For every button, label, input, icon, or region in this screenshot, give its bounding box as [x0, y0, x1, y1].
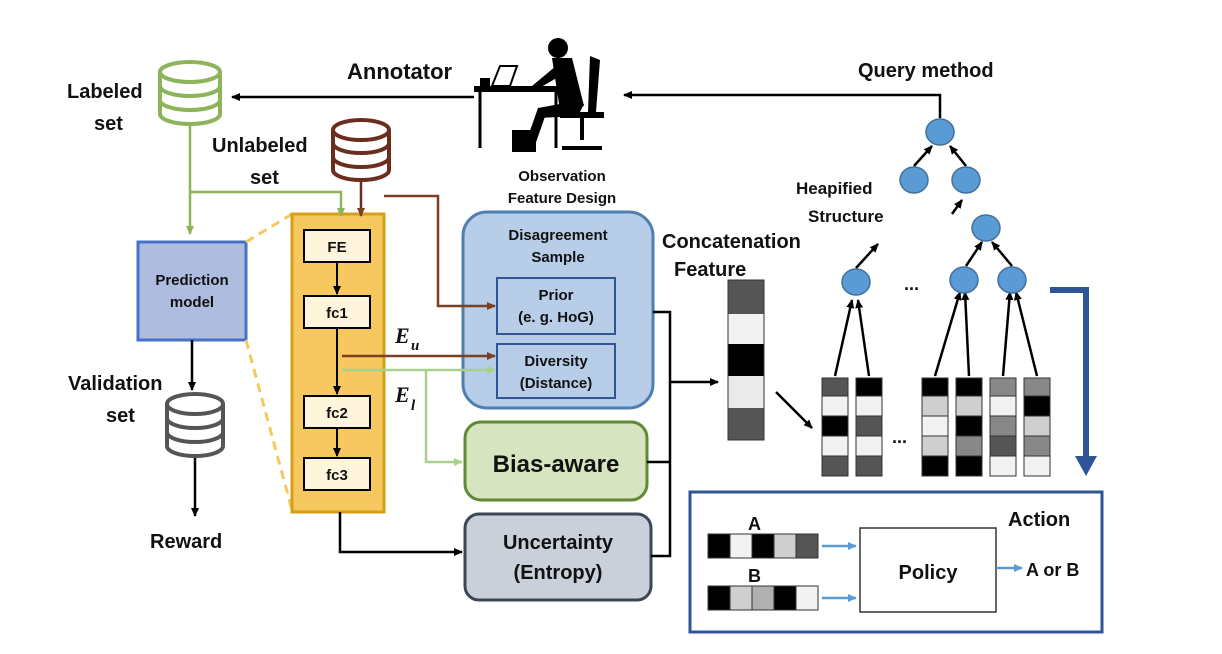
prediction-model-label-line2: model: [170, 294, 214, 311]
feature-a-bar: [707, 533, 819, 559]
merge-bracket: [651, 310, 672, 558]
prediction-model-box: [136, 240, 248, 342]
annotator-label: Annotator: [347, 59, 453, 84]
arrow-concat-to-leaves: [775, 391, 813, 429]
labeled-set-label-line2: set: [94, 113, 123, 135]
feature-b-bar: [707, 585, 819, 611]
observation-label-line1: Observation: [518, 168, 606, 185]
disagreement-label-line2: Sample: [531, 249, 584, 266]
bias-aware-label: Bias-aware: [493, 451, 620, 478]
svg-text:fc1: fc1: [326, 305, 348, 322]
svg-text:E: E: [394, 382, 410, 407]
uncertainty-label-line2: (Entropy): [514, 562, 603, 584]
layer-fc2: fc2: [303, 395, 371, 429]
svg-text:E: E: [394, 323, 410, 348]
prior-label-line2: (e. g. HoG): [518, 309, 594, 326]
leaf-ellipsis: ...: [892, 427, 907, 447]
validation-set-label-line1: Validation: [68, 373, 162, 395]
arrow-query-to-annotator: [623, 91, 942, 118]
labeled-set-label-line1: Labeled: [67, 81, 143, 103]
arrow-unlabeled-to-prior: [384, 194, 496, 310]
labeled-set-database-icon: [158, 60, 222, 126]
heap-tree-nodes: [841, 118, 1027, 296]
concatenation-feature-bar: [727, 279, 765, 441]
heapified-label-line2: Structure: [808, 207, 884, 226]
zoom-line-top: [245, 212, 293, 244]
prediction-model-label-line1: Prediction: [155, 272, 228, 289]
person-at-desk-icon: [474, 38, 604, 152]
policy-box: [859, 527, 997, 613]
layer-fe: FE: [303, 229, 371, 263]
svg-text:fc2: fc2: [326, 405, 348, 422]
diversity-label-line2: (Distance): [520, 375, 593, 392]
disagreement-label-line1: Disagreement: [508, 227, 607, 244]
prior-box: [496, 277, 616, 335]
heap-tree-edges: [833, 145, 1039, 377]
layer-fc3: fc3: [303, 457, 371, 491]
action-label: Action: [1008, 509, 1070, 531]
unlabeled-set-database-icon: [331, 118, 391, 182]
svg-text:l: l: [411, 398, 416, 414]
validation-set-database-icon: [165, 392, 225, 458]
reward-label: Reward: [150, 531, 222, 553]
concatenation-label-line1: Concatenation: [662, 231, 801, 253]
el-label: E l: [394, 382, 416, 414]
uncertainty-label-line1: Uncertainty: [503, 532, 614, 554]
diversity-label-line1: Diversity: [524, 353, 588, 370]
svg-text:FE: FE: [327, 239, 346, 256]
concatenation-label-line2: Feature: [674, 259, 746, 281]
svg-text:fc3: fc3: [326, 467, 348, 484]
svg-text:u: u: [411, 338, 419, 354]
validation-set-label-line2: set: [106, 405, 135, 427]
feature-a-label: A: [748, 514, 761, 534]
observation-label-line2: Feature Design: [508, 190, 616, 207]
uncertainty-box: [463, 512, 653, 602]
feature-b-label: B: [748, 566, 761, 586]
zoom-line-bottom: [244, 339, 294, 511]
heapified-label-line1: Heapified: [796, 179, 873, 198]
eu-label: E u: [394, 323, 419, 354]
layer-fc1: fc1: [303, 295, 371, 329]
unlabeled-set-label-line1: Unlabeled: [212, 135, 308, 157]
prior-label-line1: Prior: [538, 287, 573, 304]
query-method-label: Query method: [858, 60, 994, 82]
arrow-labeled-to-network: [190, 190, 345, 217]
leaf-feature-columns: [821, 377, 1051, 477]
output-label: A or B: [1026, 560, 1079, 580]
policy-label: Policy: [899, 562, 959, 584]
diversity-box: [496, 343, 616, 399]
arrow-el-to-bias: [424, 370, 463, 466]
tree-ellipsis: ...: [904, 274, 919, 294]
arrow-network-to-uncertainty: [338, 512, 463, 556]
arrow-tree-to-action: [1050, 287, 1097, 476]
unlabeled-set-label-line2: set: [250, 167, 279, 189]
